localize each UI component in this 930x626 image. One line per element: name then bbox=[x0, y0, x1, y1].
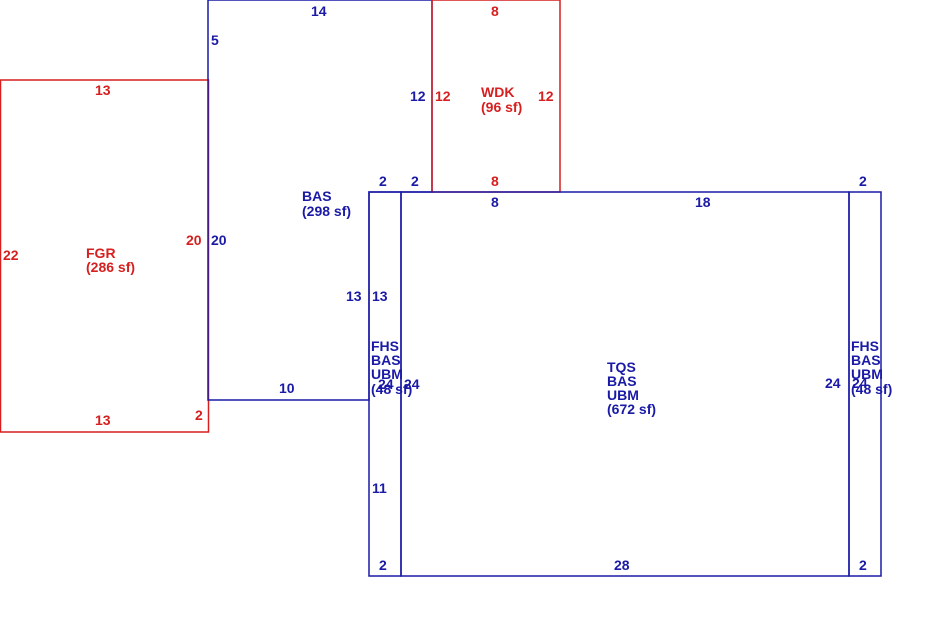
dim-fhs-left-side-b: 24 bbox=[404, 376, 420, 392]
fhs-right-line-3: UBM bbox=[851, 366, 883, 382]
fhs-left-outline bbox=[368, 191, 402, 577]
dim-wdk-bottom: 8 bbox=[491, 173, 499, 189]
tqs-line-3: UBM bbox=[607, 387, 639, 403]
fhs-right-outline bbox=[848, 191, 882, 577]
dim-wdk-top: 8 bbox=[491, 3, 499, 19]
wdk-area: (96 sf) bbox=[481, 99, 522, 115]
bas-area: (298 sf) bbox=[302, 203, 351, 219]
dim-bas-left: 20 bbox=[211, 232, 227, 248]
fgr-label: FGR bbox=[86, 245, 116, 261]
dim-tqs-right: 24 bbox=[825, 375, 841, 391]
dim-fgr-corner: 2 bbox=[195, 407, 203, 423]
tqs-line-1: TQS bbox=[607, 359, 636, 375]
fhs-right-line-2: BAS bbox=[851, 352, 881, 368]
tqs-line-2: BAS bbox=[607, 373, 637, 389]
dim-fhs-right-side: 24 bbox=[852, 375, 868, 391]
dim-fgr-right: 20 bbox=[186, 232, 202, 248]
fhs-right-line-1: FHS bbox=[851, 338, 879, 354]
dim-fgr-top: 13 bbox=[95, 82, 111, 98]
dim-fhs-left-top: 2 bbox=[379, 173, 387, 189]
dim-bas-bottom: 10 bbox=[279, 380, 295, 396]
fhs-left-line-2: BAS bbox=[371, 352, 401, 368]
bas-label: BAS bbox=[302, 188, 332, 204]
dim-fhs-left-side-a: 24 bbox=[378, 376, 394, 392]
dim-fhs-right-top: 2 bbox=[859, 173, 867, 189]
fhs-right-area: (48 sf) bbox=[851, 381, 892, 397]
fhs-left-line-3: UBM bbox=[371, 366, 403, 382]
dim-fhs-left-inner-top: 2 bbox=[411, 173, 419, 189]
wdk-label: WDK bbox=[481, 84, 514, 100]
dim-tqs-top: 18 bbox=[695, 194, 711, 210]
dim-fhs-right-bottom: 2 bbox=[859, 557, 867, 573]
fgr-area: (286 sf) bbox=[86, 259, 135, 275]
dim-fhs-left-bottom: 2 bbox=[379, 557, 387, 573]
dim-fgr-left: 22 bbox=[3, 247, 19, 263]
dim-tqs-bottom: 28 bbox=[614, 557, 630, 573]
dim-bas-top: 14 bbox=[311, 3, 327, 19]
dim-bas-right: 12 bbox=[410, 88, 426, 104]
dim-wdk-left: 12 bbox=[435, 88, 451, 104]
dim-fhs-left-right: 13 bbox=[372, 288, 388, 304]
dim-bas-upper-left: 5 bbox=[211, 32, 219, 48]
fhs-left-area: (48 sf) bbox=[371, 381, 412, 397]
fhs-left-line-1: FHS bbox=[371, 338, 399, 354]
dim-bas-lower-right: 13 bbox=[346, 288, 362, 304]
dim-wdk-right: 12 bbox=[538, 88, 554, 104]
tqs-area: (672 sf) bbox=[607, 401, 656, 417]
dim-fgr-bottom: 13 bbox=[95, 412, 111, 428]
dim-fhs-left-lower: 11 bbox=[372, 480, 387, 496]
dim-tqs-top-left: 8 bbox=[491, 194, 499, 210]
